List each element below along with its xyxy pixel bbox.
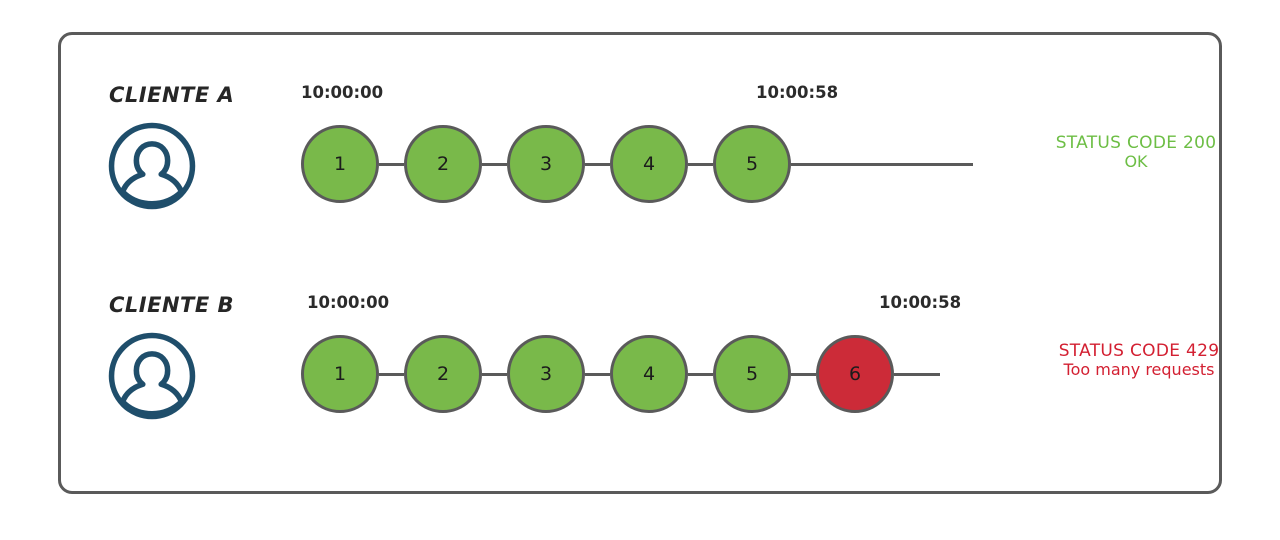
request-node[interactable]: 5 xyxy=(713,335,791,413)
chain-connector xyxy=(585,162,610,166)
request-chain-a: 1 2 3 4 5 xyxy=(301,125,973,203)
status-message-b: STATUS CODE 429 Too many requests xyxy=(1019,341,1259,380)
client-a-label: CLIENTE A xyxy=(109,83,235,107)
chain-connector xyxy=(482,162,507,166)
chain-tail-connector xyxy=(791,162,973,166)
client-b-label: CLIENTE B xyxy=(109,293,235,317)
client-row-a: CLIENTE A 10:00:00 10:00:58 1 2 3 4 5 xyxy=(61,65,1219,265)
request-chain-b: 1 2 3 4 5 6 xyxy=(301,335,940,413)
diagram-frame: CLIENTE A 10:00:00 10:00:58 1 2 3 4 5 xyxy=(58,32,1222,494)
status-code-text: STATUS CODE 429 xyxy=(1058,341,1220,361)
chain-connector xyxy=(585,372,610,376)
request-node[interactable]: 3 xyxy=(507,335,585,413)
chain-connector xyxy=(379,372,404,376)
chain-connector xyxy=(688,372,713,376)
user-avatar-icon xyxy=(106,330,198,422)
request-node[interactable]: 1 xyxy=(301,125,379,203)
request-node[interactable]: 4 xyxy=(610,335,688,413)
request-node[interactable]: 2 xyxy=(404,125,482,203)
client-row-b: CLIENTE B 10:00:00 10:00:58 1 2 3 4 5 xyxy=(61,275,1219,475)
chain-tail-connector xyxy=(894,372,940,376)
user-avatar-icon xyxy=(106,120,198,212)
request-node-rejected[interactable]: 6 xyxy=(816,335,894,413)
request-node[interactable]: 4 xyxy=(610,125,688,203)
status-detail-text: OK xyxy=(1124,152,1148,172)
status-detail-text: Too many requests xyxy=(1063,360,1215,380)
chain-connector xyxy=(688,162,713,166)
chain-connector xyxy=(482,372,507,376)
status-message-a: STATUS CODE 200 OK xyxy=(1021,133,1251,172)
timestamp-b-start: 10:00:00 xyxy=(307,293,390,312)
request-node[interactable]: 5 xyxy=(713,125,791,203)
chain-connector xyxy=(379,162,404,166)
chain-connector xyxy=(791,372,816,376)
timestamp-b-end: 10:00:58 xyxy=(879,293,962,312)
request-node[interactable]: 2 xyxy=(404,335,482,413)
request-node[interactable]: 1 xyxy=(301,335,379,413)
timestamp-a-end: 10:00:58 xyxy=(756,83,839,102)
request-node[interactable]: 3 xyxy=(507,125,585,203)
status-code-text: STATUS CODE 200 xyxy=(1055,133,1217,153)
timestamp-a-start: 10:00:00 xyxy=(301,83,384,102)
